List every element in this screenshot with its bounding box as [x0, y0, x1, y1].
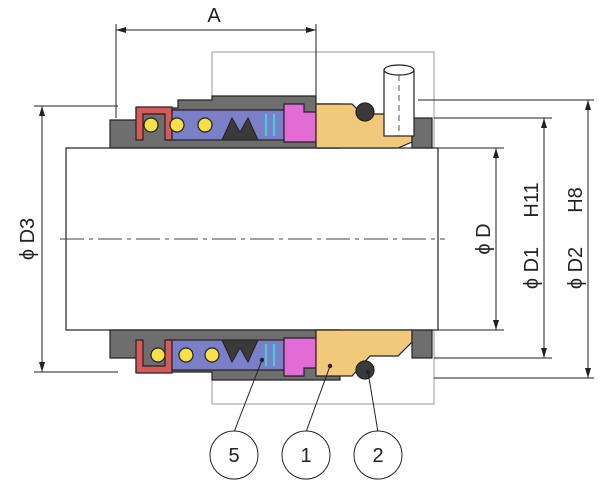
dimension-D-label: ϕ D	[473, 223, 495, 254]
lower-housing-stub	[411, 329, 433, 359]
upper-spring-1	[143, 117, 159, 133]
dimension-D1: ϕ D1 H11	[434, 117, 552, 359]
upper-spring-2	[169, 117, 185, 133]
upper-o-ring	[355, 102, 375, 122]
dimension-D3-label: ϕ D3	[17, 218, 39, 260]
balloon-5-label: 5	[228, 445, 239, 467]
balloon-1-group: 1	[281, 363, 333, 480]
upper-bellows-convolution	[221, 116, 259, 141]
balloon-1-label: 1	[300, 445, 311, 467]
anti-rotation-pin	[383, 64, 415, 137]
lower-spring-1	[150, 347, 166, 363]
lower-red-retainer	[135, 339, 173, 374]
lower-o-ring	[355, 360, 375, 380]
dimension-A: A	[115, 5, 317, 118]
dimension-D1-tolerance: H11	[521, 182, 543, 217]
balloon-1	[281, 430, 331, 480]
dimension-D2: ϕ D2 H8	[418, 99, 594, 379]
balloon-5	[209, 430, 259, 480]
dimension-D2-tolerance: H8	[565, 187, 587, 213]
dimension-D2-label: ϕ D2	[565, 247, 587, 289]
balloon-2-label: 2	[372, 445, 383, 467]
upper-seal-section	[109, 64, 433, 149]
lower-spring-2	[178, 347, 194, 363]
balloon-2	[353, 430, 403, 480]
lower-bellows-convolution	[221, 339, 259, 364]
dimension-D3: ϕ D3	[17, 105, 118, 373]
lower-spring-3	[204, 347, 220, 363]
lower-seal-section	[109, 329, 433, 381]
upper-housing-stub	[411, 117, 433, 149]
balloon-2-group: 2	[353, 369, 403, 480]
balloon-5-group: 5	[209, 357, 265, 480]
dimension-A-label: A	[207, 5, 221, 27]
dimension-D1-label: ϕ D1	[521, 247, 543, 289]
upper-spring-3	[197, 117, 213, 133]
dimension-D: ϕ D	[438, 147, 504, 331]
